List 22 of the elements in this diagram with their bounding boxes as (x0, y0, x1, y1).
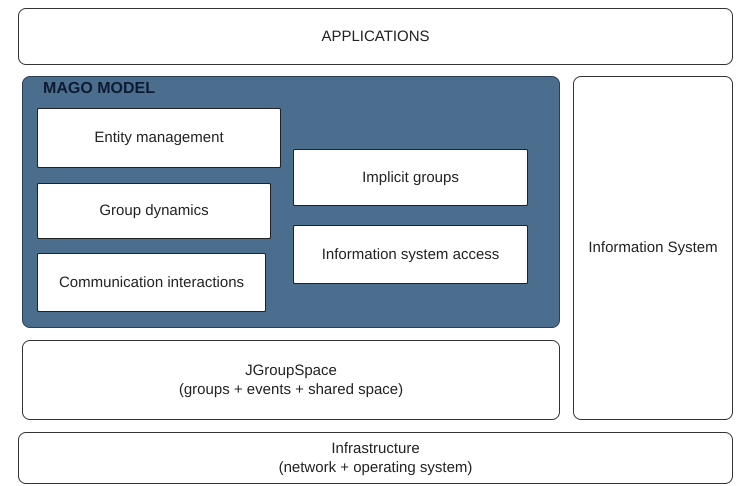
layer-label: Implicit groups (361, 168, 460, 188)
layer-label: Information system access (320, 244, 500, 264)
layer-box (18, 432, 733, 484)
layer-label: JGroupSpace (244, 360, 338, 380)
layer-label: Infrastructure (330, 438, 421, 458)
module-box (37, 108, 281, 168)
layer-label: Communication interactions (58, 272, 246, 292)
module-box (37, 183, 271, 239)
model-panel (22, 76, 560, 328)
layer-box (18, 8, 733, 65)
layer-box (573, 76, 733, 420)
layer-label: Information System (587, 238, 719, 258)
layer-box (22, 340, 560, 420)
module-box (37, 253, 266, 312)
panel-title: MAGO MODEL (42, 79, 156, 99)
module-box (293, 149, 528, 206)
layer-label: APPLICATIONS (320, 26, 431, 46)
layer-subtitle: (network + operating system) (278, 458, 474, 478)
module-box (293, 225, 528, 284)
layer-label: Group dynamics (98, 201, 210, 221)
layer-subtitle: (groups + events + shared space) (178, 380, 404, 400)
layer-label: Entity management (93, 128, 225, 148)
